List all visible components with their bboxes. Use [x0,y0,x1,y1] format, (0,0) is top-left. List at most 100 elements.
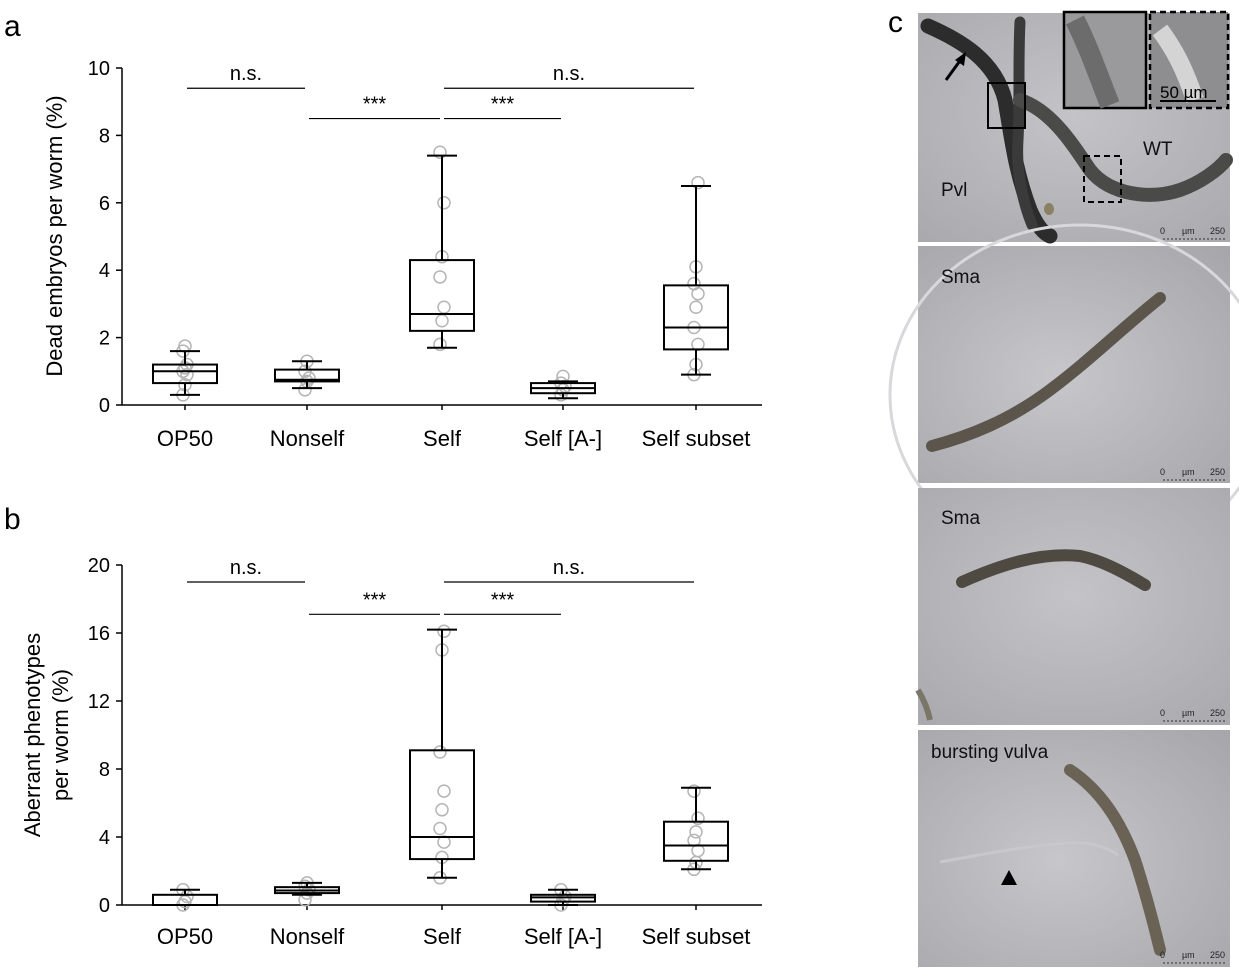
scale-zero-4: 0 [1160,950,1165,960]
chart-b-significance-label: n.s. [553,557,585,579]
chart-b-y-tick-label: 20 [88,555,110,577]
chart-a-data-point [298,364,312,379]
chart-a-y-axis-title: Dead embryos per worm (%) [42,95,67,376]
scale-end-4: 250 [1210,950,1225,960]
pvl-worm-second [1012,16,1038,231]
chart-b-data-point [687,784,701,798]
chart-b-category-label: Self [A-] [524,924,602,949]
label-sma-1: Sma [941,267,981,288]
chart-a-y-tick-label: 10 [88,58,110,80]
arrowhead-icon [1001,870,1017,885]
chart-b-significance-label: n.s. [230,557,262,579]
chart-a-data-point [298,383,312,397]
micrograph-3-background [918,488,1230,725]
extruded-tissue [939,841,1119,864]
label-sma-2: Sma [941,508,981,529]
chart-b-category-label: OP50 [157,924,213,949]
chart-a-category-label: Self [423,426,462,451]
micrograph-panel-2: Sma [888,223,1239,567]
chart-a-data-point [302,371,316,385]
chart-a-data-point [437,196,451,210]
chart-b-significance-label: *** [491,589,515,611]
egg-blob [1044,203,1054,215]
chart-b-data-point [433,821,447,836]
chart-b-y-tick-label: 4 [99,827,110,849]
inset-solid-worm [1066,15,1120,109]
micrograph-panel-3: Sma [915,488,1230,725]
chart-a-y-tick-label: 0 [99,395,110,417]
scale-bar-3: 0 µm 250 [1160,708,1226,722]
chart-b-data-point [437,624,451,639]
chart-b-box-1 [274,876,340,907]
chart-a-box-4 [663,175,729,382]
wt-worm [1013,93,1233,202]
dashed-box-marker [1083,155,1122,203]
scale-bar-1: 0 µm 250 [1160,226,1226,240]
chart-a-significance-label: *** [491,94,515,116]
chart-b-significance-label: *** [363,589,387,611]
chart-a-significance-label: *** [363,94,387,116]
panel-label-c: c [888,6,903,39]
sma-worm-2 [956,549,1151,591]
inset-scale-label: 50 µm [1160,83,1208,102]
chart-b-category-label: Self subset [642,924,751,949]
chart-b-y-tick-label: 8 [99,759,110,781]
chart-a-category-label: Self [A-] [524,426,602,451]
micrograph-panel-4: bursting vulva [918,730,1230,967]
scale-zero-2: 0 [1160,467,1165,477]
pvl-worm [920,18,1058,244]
chart-a-box-rect [152,363,218,385]
chart-a-data-point [687,276,701,291]
chart-b-data-point [691,811,705,826]
label-wt: WT [1143,139,1173,160]
scale-unit-3: µm [1182,708,1195,718]
sma-worm-1 [926,292,1166,452]
chart-a-data-point [689,300,703,315]
chart-a-box-rect [409,259,475,332]
inset-dashed-worm [1152,24,1204,103]
chart-a-data-point [433,337,447,352]
chart-a-y-tick-label: 8 [99,125,110,147]
panel-label-b: b [4,503,21,536]
chart-b-y-tick-label: 0 [99,895,110,917]
chart-a-y-tick-label: 2 [99,328,110,350]
chart-b-box-4 [663,784,729,877]
chart-a-category-label: Nonself [270,426,345,451]
chart-b-data-point [433,745,447,759]
edge-worm [915,688,933,721]
arrow-icon [955,52,966,66]
chart-b-box-0 [152,882,218,912]
chart-a-box-rect [274,368,340,383]
scale-end-1: 250 [1210,226,1225,236]
chart-b-category-label: Self [423,924,462,949]
chart-a-box-rect [663,284,729,351]
scale-bar-4: 0 µm 250 [1160,950,1226,964]
chart-a-box-3 [530,369,596,402]
chart-b-box-rect [409,749,475,861]
solid-box-marker [987,82,1026,129]
chart-b-y-tick-label: 16 [88,623,110,645]
scale-end-2: 250 [1210,467,1225,477]
label-bursting-vulva: bursting vulva [931,742,1049,763]
chart-b-box-3 [530,882,596,912]
scale-unit-1: µm [1182,226,1195,236]
chart-a-data-point [435,314,449,328]
chart-a-category-label: OP50 [157,426,213,451]
chart-b-box-2 [409,624,475,885]
bursting-worm [1064,764,1166,956]
scale-unit-2: µm [1182,467,1195,477]
chart-a-data-point [433,145,447,159]
chart-a-data-point [691,175,705,190]
chart-a-category-label: Self subset [642,426,751,451]
scale-unit-4: µm [1182,950,1195,960]
scale-zero-1: 0 [1160,226,1165,236]
label-pvl: Pvl [941,180,967,201]
chart-a-significance-label: n.s. [230,63,262,85]
micrograph-panel-1: 50 µm Pvl WT [918,10,1233,244]
scale-end-3: 250 [1210,708,1225,718]
chart-a-y-tick-label: 6 [99,193,110,215]
chart-a-box-1 [274,354,340,397]
